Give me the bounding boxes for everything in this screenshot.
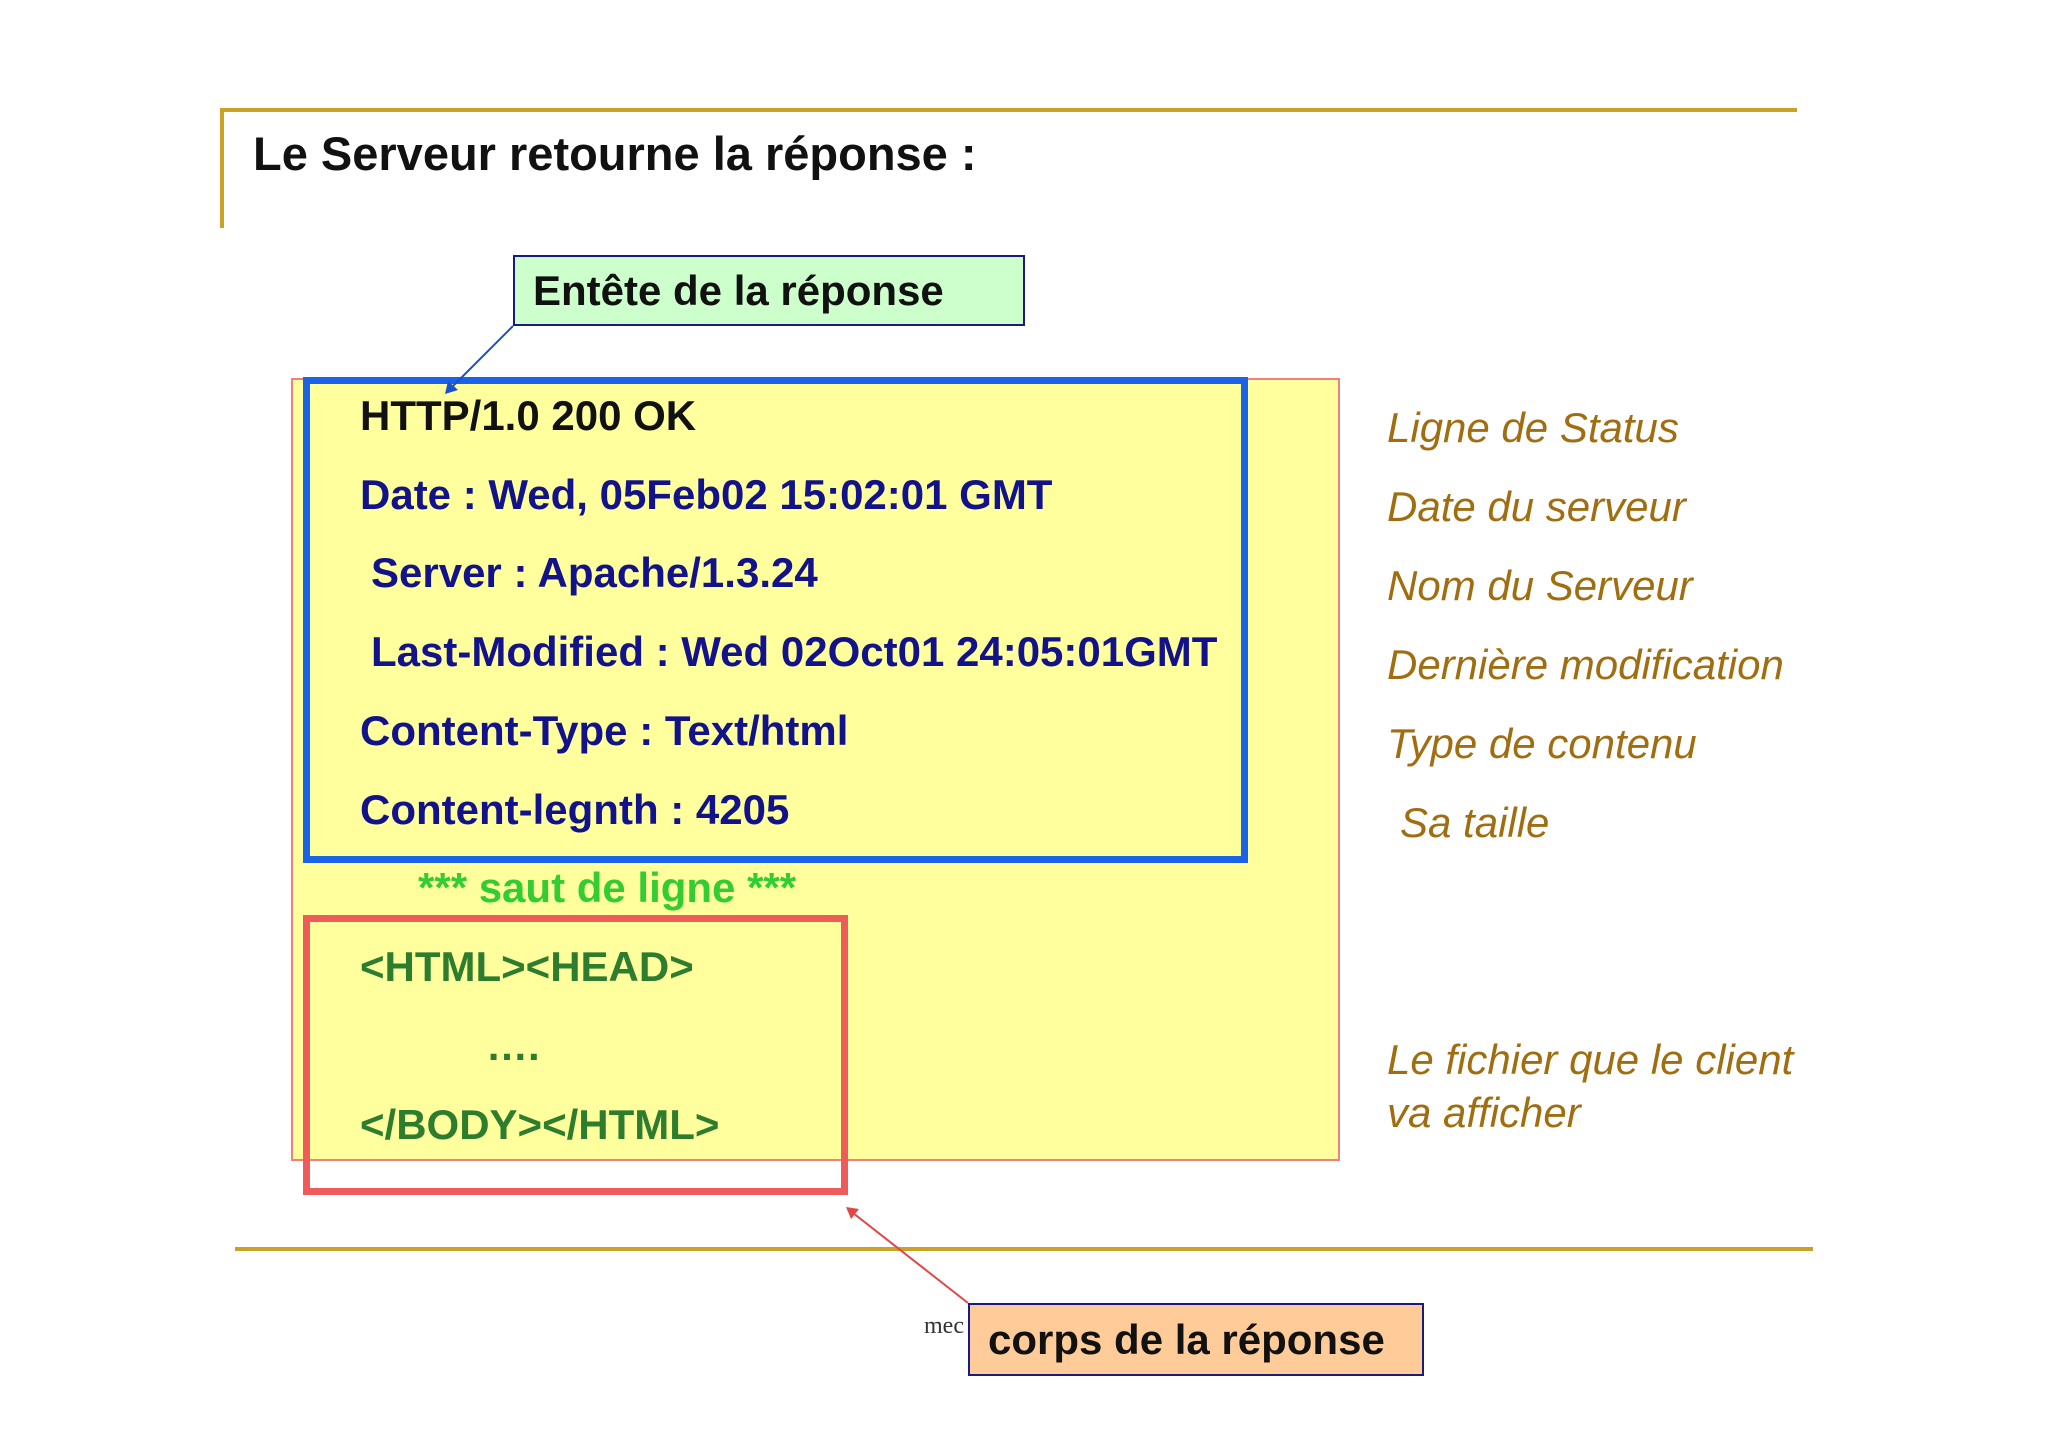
- header-highlight-box: [303, 377, 1248, 863]
- body-highlight-box: [303, 915, 848, 1195]
- desc-date: Date du serveur: [1387, 483, 1686, 530]
- content-type-line: Content-Type : Text/html: [360, 707, 849, 754]
- header-callout-label: Entête de la réponse: [533, 266, 944, 314]
- title-left-rule: [220, 108, 224, 228]
- body-close-line: </BODY></HTML>: [360, 1101, 720, 1148]
- title-top-rule: [220, 108, 1797, 112]
- date-line: Date : Wed, 05Feb02 15:02:01 GMT: [360, 471, 1053, 518]
- footer-rule: [235, 1247, 1813, 1251]
- body-callout-connector: [852, 1212, 969, 1304]
- status-line: HTTP/1.0 200 OK: [360, 392, 697, 439]
- body-ellipsis: ….: [486, 1022, 540, 1069]
- footer-partial-text: mec: [924, 1313, 964, 1339]
- header-callout: Entête de la réponse: [513, 255, 1025, 326]
- desc-body-line1: Le fichier que le client: [1387, 1036, 1794, 1083]
- desc-size: Sa taille: [1400, 799, 1550, 846]
- desc-last-modified: Dernière modification: [1387, 641, 1784, 688]
- last-modified-line: Last-Modified : Wed 02Oct01 24:05:01GMT: [371, 628, 1218, 675]
- header-callout-connector: [451, 325, 514, 388]
- body-callout: corps de la réponse: [968, 1303, 1424, 1376]
- content-length-line: Content-legnth : 4205: [360, 786, 790, 833]
- body-callout-arrowhead: [846, 1207, 859, 1219]
- desc-body-line2: va afficher: [1387, 1089, 1581, 1136]
- header-callout-arrowhead: [445, 381, 458, 394]
- slide-title: Le Serveur retourne la réponse :: [253, 127, 977, 180]
- desc-status: Ligne de Status: [1387, 404, 1679, 451]
- body-open-line: <HTML><HEAD>: [360, 943, 694, 990]
- blank-line-separator: *** saut de ligne ***: [418, 864, 797, 911]
- desc-server: Nom du Serveur: [1387, 562, 1693, 609]
- response-panel: [291, 378, 1340, 1161]
- server-line: Server : Apache/1.3.24: [371, 549, 818, 596]
- body-callout-label: corps de la réponse: [988, 1315, 1385, 1363]
- desc-content-type: Type de contenu: [1387, 720, 1697, 767]
